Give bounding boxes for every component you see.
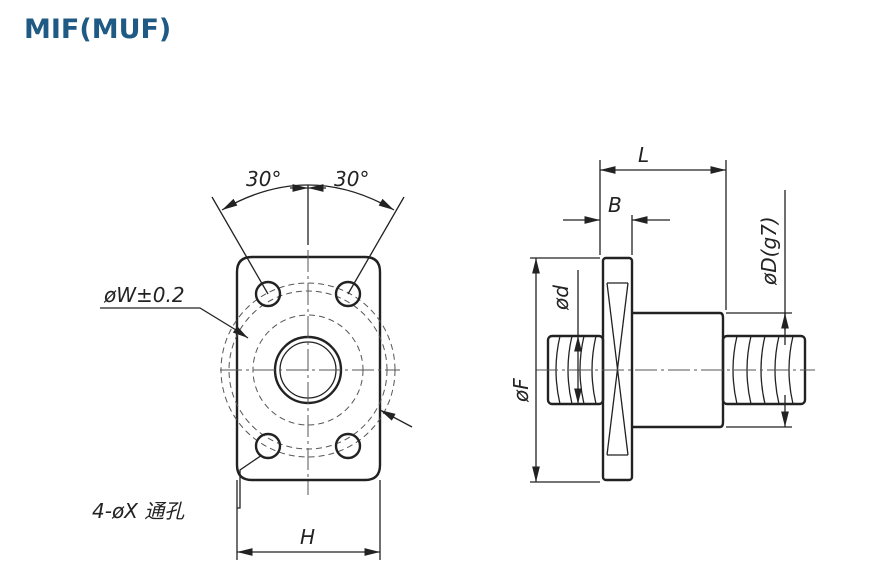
body-dia-label: øD(g7) bbox=[757, 216, 781, 286]
page-title: MIF(MUF) bbox=[24, 14, 172, 45]
flange-width-label: B bbox=[608, 193, 622, 217]
pcd-label: øW±0.2 bbox=[103, 283, 185, 307]
width-label: H bbox=[300, 525, 315, 549]
flange-dia-label: øF bbox=[509, 378, 533, 403]
front-view: 30° 30° øW±0.2 4-øX 通孔 H bbox=[92, 167, 413, 560]
screw-dia-label: ød bbox=[549, 285, 573, 311]
side-view: L B ød øF øD(g7) bbox=[509, 143, 815, 483]
length-label: L bbox=[638, 143, 649, 167]
angle-left-label: 30° bbox=[246, 167, 281, 191]
holes-label: 4-øX 通孔 bbox=[92, 499, 185, 523]
angle-right-label: 30° bbox=[334, 167, 369, 191]
